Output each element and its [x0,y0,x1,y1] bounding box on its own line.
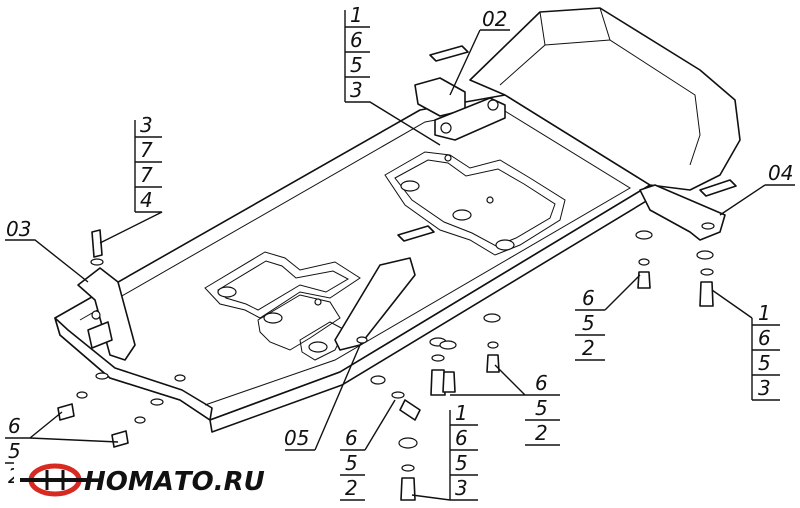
callout-bottomleft-2: 5 [8,439,21,463]
bracket-02 [414,45,506,141]
callout-bottomcenter-4: 3 [455,476,468,500]
callout-left-3: 7 [140,163,153,187]
brand-logo: НОМАТО.RU [14,458,265,500]
callout-bottomcenter-1: 1 [455,401,468,425]
callout-labels: 1 6 5 3 02 3 7 7 4 03 04 6 5 2 1 6 5 3 6… [6,3,793,500]
bracket-03 [77,229,136,361]
callout-bottomcenter-3: 5 [455,451,468,475]
callout-right-2: 5 [582,311,595,335]
callout-center-3: 2 [535,421,548,445]
callout-bottommid-3: 2 [345,476,358,500]
callout-farright-1: 1 [758,301,771,325]
callout-left-1: 3 [140,113,153,137]
part-04-label: 04 [768,161,793,185]
callout-top-4: 3 [350,78,363,102]
part-03-label: 03 [6,217,31,241]
callout-top-3: 5 [350,53,363,77]
leader-lines [5,10,795,501]
callout-top-2: 6 [350,28,363,52]
callout-bottommid-2: 5 [345,451,358,475]
callout-right-1: 6 [582,286,595,310]
bracket-04 [639,179,737,241]
callout-center-1: 6 [535,371,548,395]
logo-emblem-icon [20,463,90,497]
callout-farright-2: 6 [758,326,771,350]
callout-bottomcenter-2: 6 [455,426,468,450]
logo-text: НОМАТО.RU [84,467,265,497]
skid-plate [54,7,741,433]
callout-right-3: 2 [582,336,595,360]
callout-farright-4: 3 [758,376,771,400]
callout-center-2: 5 [535,396,548,420]
part-05-label: 05 [284,426,309,450]
callout-bottommid-1: 6 [345,426,358,450]
callout-left-2: 7 [140,138,153,162]
fasteners [57,230,714,501]
callout-farright-3: 5 [758,351,771,375]
part-02-label: 02 [482,7,507,31]
callout-left-4: 4 [140,188,153,212]
callout-bottomleft-1: 6 [8,414,21,438]
callout-top-1: 1 [350,3,363,27]
